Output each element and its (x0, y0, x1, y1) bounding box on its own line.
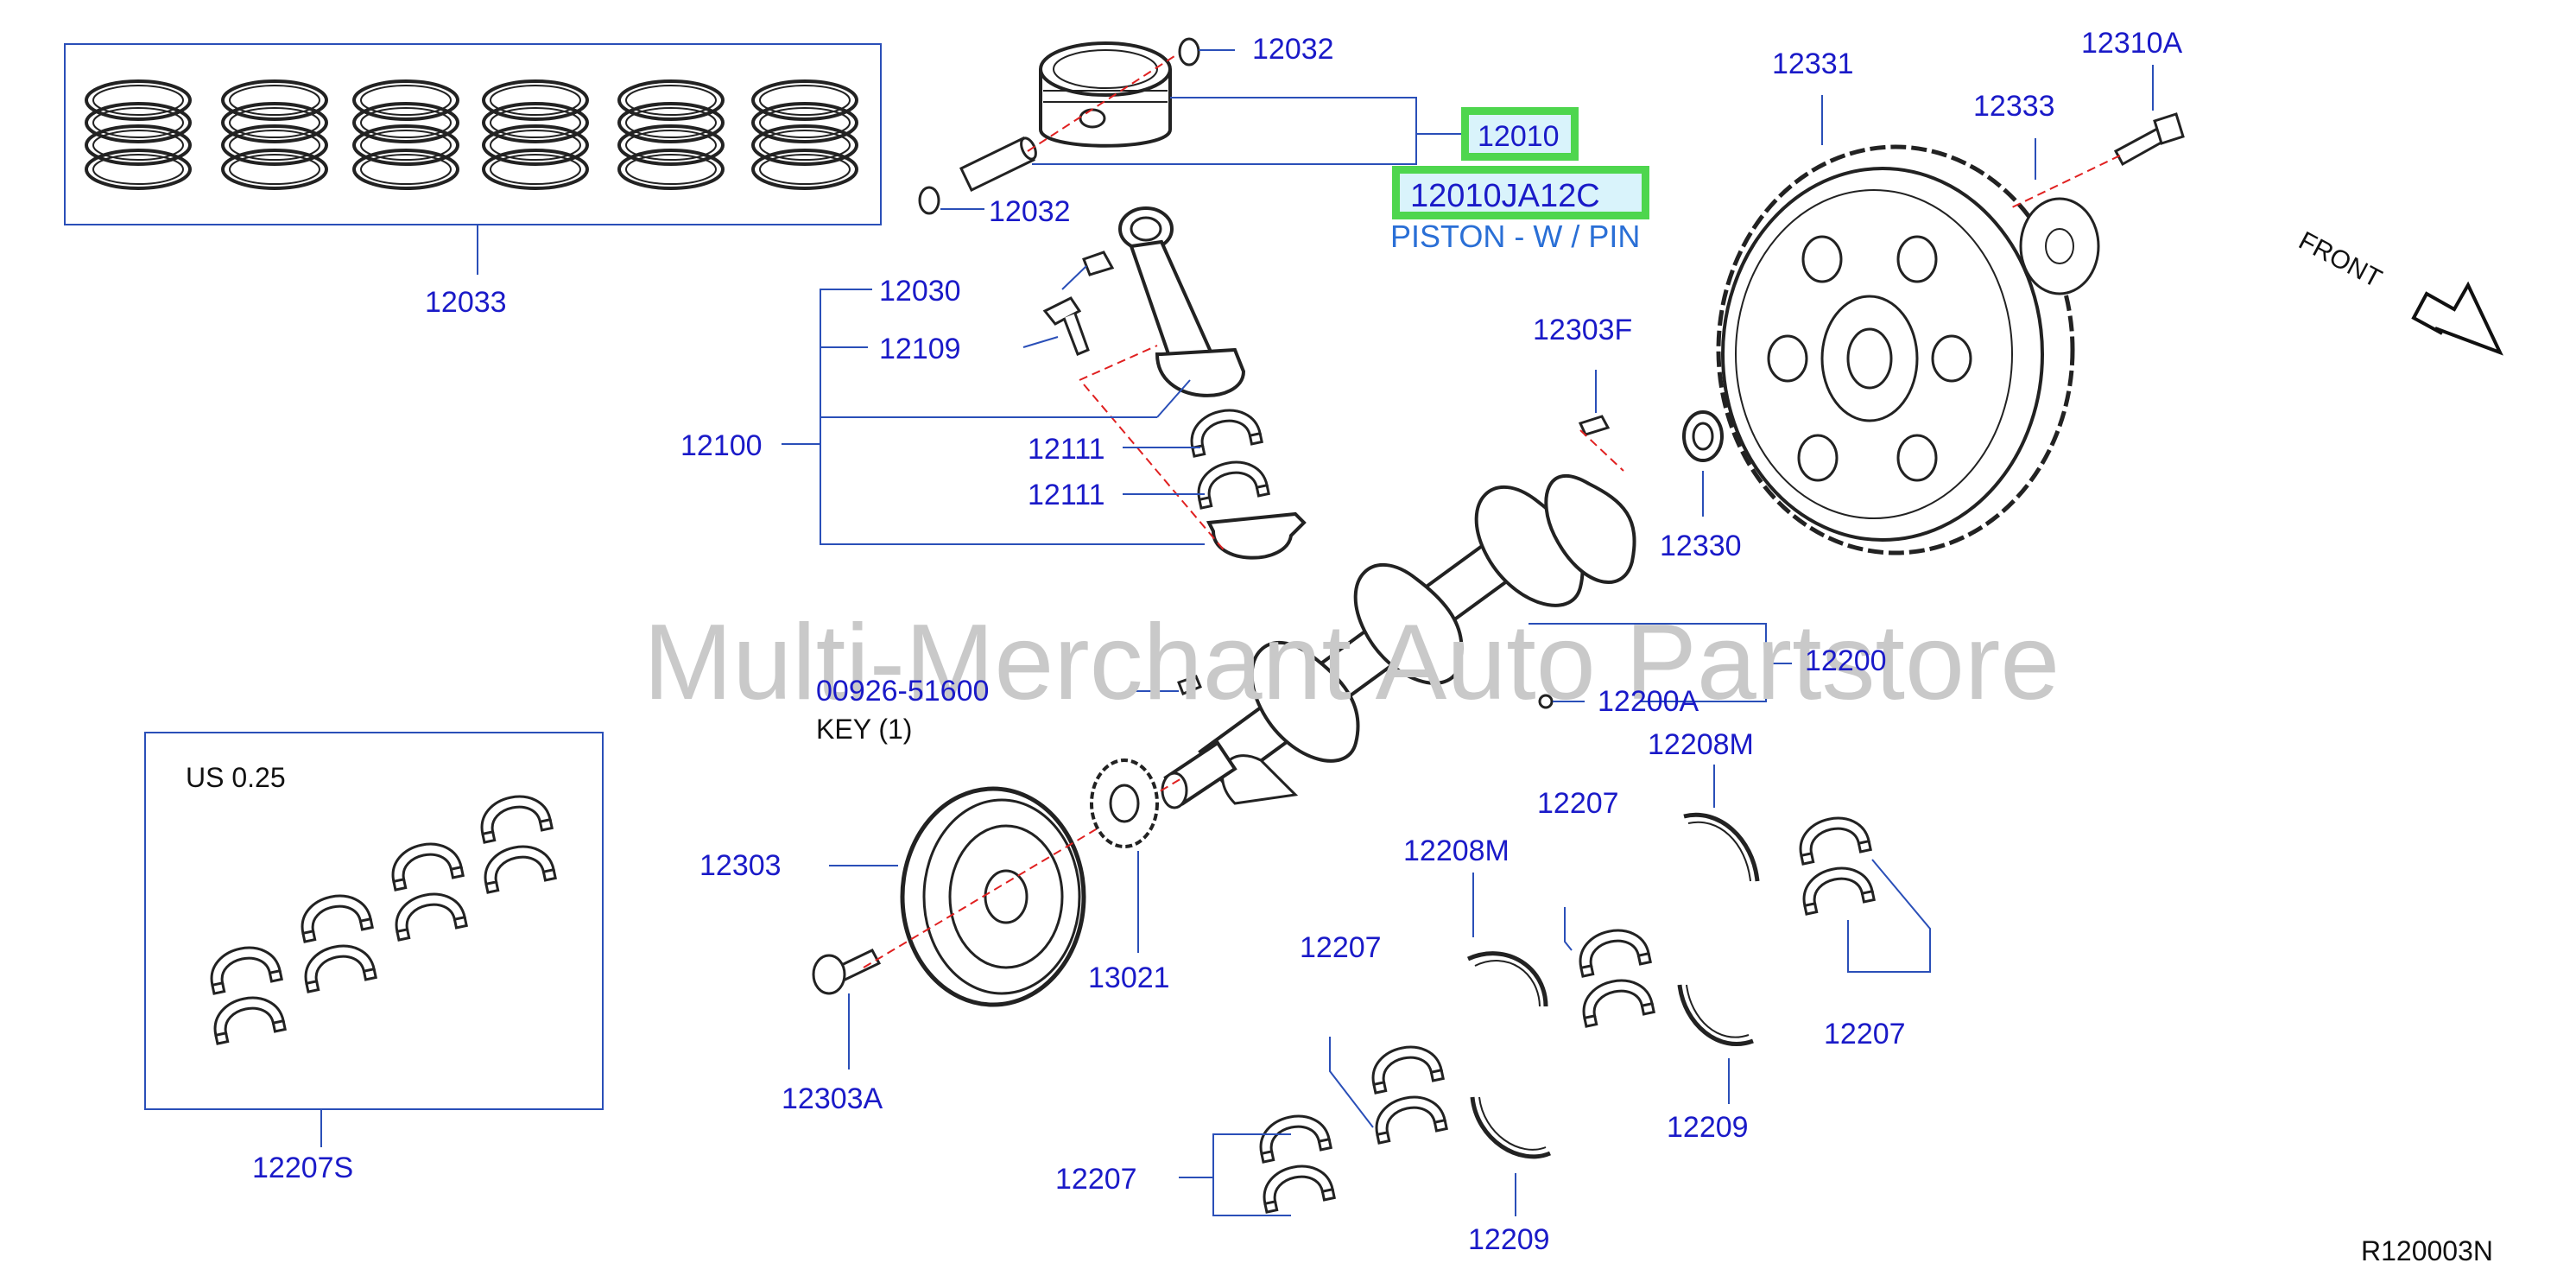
callout-12330[interactable]: 12330 (1660, 530, 1742, 562)
callout-12333[interactable]: 12333 (1973, 90, 2055, 123)
callout-12208M-left[interactable]: 12208M (1403, 835, 1510, 867)
key-quantity-note: KEY (1) (816, 714, 913, 745)
connecting-rod-drawing (782, 206, 1307, 560)
callout-00926-51600[interactable]: 00926-51600 (816, 675, 990, 708)
callout-12209-lower[interactable]: 12209 (1468, 1223, 1550, 1256)
ring-set-3 (354, 81, 458, 188)
callout-12207-center[interactable]: 12207 (1537, 787, 1619, 820)
callout-12010: 12010 (1478, 120, 1560, 153)
callout-12010JA12C-highlight[interactable]: 12010JA12C (1392, 166, 1649, 219)
callout-12109[interactable]: 12109 (879, 333, 961, 365)
ring-set-4 (484, 81, 587, 188)
callout-13021[interactable]: 13021 (1088, 962, 1170, 994)
callout-12200[interactable]: 12200 (1805, 644, 1887, 677)
callout-12303[interactable]: 12303 (699, 849, 782, 882)
ring-set-1 (86, 81, 190, 188)
callout-12111-lower[interactable]: 12111 (1028, 479, 1105, 511)
callout-12033[interactable]: 12033 (425, 286, 507, 319)
crankshaft-drawing (1125, 370, 1792, 809)
callout-12331[interactable]: 12331 (1772, 48, 1854, 80)
callout-12111-upper[interactable]: 12111 (1028, 433, 1105, 466)
part-description-piston: PISTON - W / PIN (1390, 219, 1641, 254)
callout-12303F[interactable]: 12303F (1533, 314, 1633, 346)
ring-set-6 (753, 81, 857, 188)
front-direction-arrow (2411, 281, 2503, 356)
callout-12032-top[interactable]: 12032 (1252, 33, 1334, 66)
crank-pulley-drawing (812, 758, 1184, 1069)
callout-12010-highlight[interactable]: 12010 (1461, 107, 1579, 161)
callout-12208M-right[interactable]: 12208M (1648, 728, 1754, 761)
callout-12207-middle[interactable]: 12207 (1300, 931, 1382, 964)
undersize-note: US 0.25 (186, 762, 286, 793)
callout-12310A[interactable]: 12310A (2081, 27, 2183, 60)
callout-12100[interactable]: 12100 (680, 429, 763, 462)
flywheel-drawing (1716, 65, 2185, 555)
watermark-text: Multi-Merchant Auto Partstore (643, 603, 2060, 722)
reference-code: R120003N (2361, 1235, 2493, 1266)
callout-12200A[interactable]: 12200A (1598, 685, 1699, 718)
main-bearings-group (1179, 765, 1931, 1216)
callout-12207S[interactable]: 12207S (252, 1152, 354, 1184)
callout-12030[interactable]: 12030 (879, 275, 961, 308)
callout-12032-bottom[interactable]: 12032 (989, 195, 1071, 228)
piston-assembly-drawing (918, 37, 1464, 215)
ring-set-5 (619, 81, 723, 188)
piston-ring-set-group (64, 43, 882, 275)
ring-set-2 (223, 81, 326, 188)
callout-12209-right[interactable]: 12209 (1667, 1111, 1749, 1144)
callout-12207-lower-left[interactable]: 12207 (1055, 1163, 1137, 1196)
callout-12010JA12C: 12010JA12C (1410, 178, 1600, 214)
undersize-bearing-set-group (144, 732, 604, 1147)
pilot-bushing-drawing (1682, 410, 1724, 517)
callout-12303A[interactable]: 12303A (782, 1082, 883, 1115)
callout-12207-right[interactable]: 12207 (1824, 1018, 1906, 1050)
